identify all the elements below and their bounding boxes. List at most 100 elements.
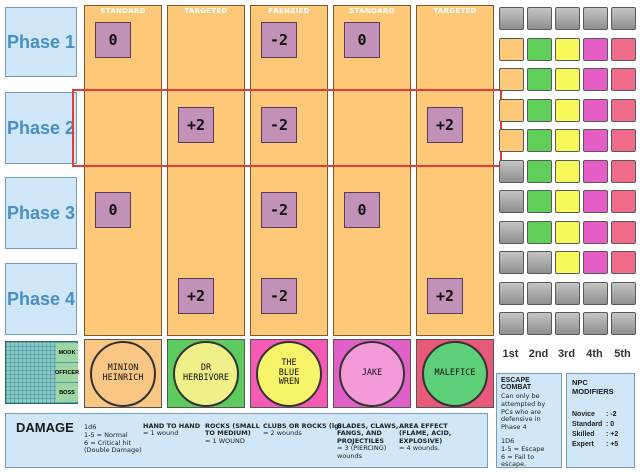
current-phase-highlight	[72, 89, 502, 167]
phase-modifier[interactable]: 0	[344, 22, 380, 58]
token-tile[interactable]: MALEFICE	[416, 339, 494, 408]
phase-modifier[interactable]: 0	[95, 192, 131, 228]
track-cell[interactable]	[611, 129, 636, 152]
track-cell[interactable]	[611, 159, 636, 183]
npc-modifier-row: Standard: 0	[572, 420, 629, 430]
track-cell[interactable]	[499, 7, 524, 30]
token-tile[interactable]: JAKE	[333, 339, 411, 408]
track-cell[interactable]	[583, 159, 608, 183]
track-cell[interactable]	[527, 68, 552, 91]
phase-modifier[interactable]: -2	[261, 192, 297, 228]
phase-label-2: Phase 2	[5, 92, 77, 164]
track-cell[interactable]	[611, 251, 636, 274]
track-cell[interactable]	[527, 37, 552, 61]
escape-roll-fail: 6 = Fail to escape.	[501, 452, 535, 469]
phase-modifier[interactable]: 0	[344, 192, 380, 228]
token-name-line: HEINRICH	[102, 372, 144, 383]
track-cell[interactable]	[611, 312, 636, 335]
track-cell[interactable]	[583, 251, 608, 274]
track-cell[interactable]	[499, 220, 524, 244]
track-cell[interactable]	[583, 220, 608, 244]
phase-modifier[interactable]: -2	[261, 107, 297, 143]
wound-grid: MOOK OFFICER BOSS	[5, 341, 79, 404]
track-cell[interactable]	[499, 37, 524, 61]
track-cell[interactable]	[527, 190, 552, 213]
track-cell[interactable]	[527, 98, 552, 122]
damage-roll-critical: 6 = Critical hit	[84, 438, 131, 447]
phase-modifier[interactable]: +2	[178, 278, 214, 314]
track-cell[interactable]	[499, 251, 524, 274]
track-cell[interactable]	[583, 190, 608, 213]
track-cell[interactable]	[555, 251, 580, 274]
phase-modifier[interactable]: +2	[178, 107, 214, 143]
character-token[interactable]: MALEFICE	[422, 340, 488, 407]
track-cell[interactable]	[499, 159, 524, 183]
escape-line: Can only be	[501, 392, 540, 400]
track-cell[interactable]	[583, 312, 608, 335]
phase-modifier[interactable]: -2	[261, 22, 297, 58]
track-cell[interactable]	[499, 129, 524, 152]
track-cell[interactable]	[499, 190, 524, 213]
track-cell[interactable]	[555, 37, 580, 61]
track-cell[interactable]	[527, 7, 552, 30]
attack-column-header: TARGETED	[184, 7, 228, 15]
grid-label-mook: MOOK	[56, 343, 78, 362]
track-cell[interactable]	[583, 281, 608, 305]
track-cell[interactable]	[555, 68, 580, 91]
track-cell[interactable]	[583, 98, 608, 122]
escape-title: ESCAPE COMBAT	[501, 377, 532, 391]
track-cell[interactable]	[555, 281, 580, 305]
track-cell[interactable]	[527, 251, 552, 274]
track-cell[interactable]	[499, 68, 524, 91]
track-cell[interactable]	[555, 98, 580, 122]
phase-modifier[interactable]: 0	[95, 22, 131, 58]
track-cell[interactable]	[611, 68, 636, 91]
damage-item-value: = 1 wound	[143, 429, 179, 438]
track-cell[interactable]	[527, 159, 552, 183]
track-cell[interactable]	[611, 98, 636, 122]
track-cell[interactable]	[583, 129, 608, 152]
track-cell[interactable]	[555, 129, 580, 152]
grid-label-boss: BOSS	[56, 383, 78, 402]
track-cell[interactable]	[499, 98, 524, 122]
track-cell[interactable]	[611, 7, 636, 30]
token-name-line: BLUE	[278, 367, 300, 378]
track-cell[interactable]	[611, 37, 636, 61]
track-cell[interactable]	[499, 281, 524, 305]
track-cell[interactable]	[555, 312, 580, 335]
escape-roll: 1D6 1-5 = Escape 6 = Fail to escape.	[501, 437, 557, 469]
track-cell[interactable]	[527, 281, 552, 305]
track-cell[interactable]	[555, 7, 580, 30]
damage-area-effect: AREA EFFECT (FLAME, ACID, EXPLOSIVE) = 4…	[399, 422, 451, 453]
damage-item-heading-2: FANGS, AND	[337, 429, 382, 438]
damage-item-heading: AREA EFFECT	[399, 422, 448, 430]
track-cell[interactable]	[583, 7, 608, 30]
track-cell[interactable]	[527, 129, 552, 152]
track-cell[interactable]	[555, 190, 580, 213]
track-cell[interactable]	[611, 220, 636, 244]
track-cell[interactable]	[499, 312, 524, 335]
escape-line: Phase 4	[501, 423, 527, 432]
escape-condition: Can only be attempted by PCs who are def…	[501, 392, 557, 432]
track-cell[interactable]	[555, 159, 580, 183]
track-cell[interactable]	[555, 220, 580, 244]
track-cell[interactable]	[527, 220, 552, 244]
track-cell[interactable]	[611, 190, 636, 213]
character-token[interactable]: JAKE	[339, 340, 405, 407]
phase-modifier[interactable]: +2	[427, 107, 463, 143]
rank-label-1: 1st	[502, 348, 519, 360]
track-cell[interactable]	[583, 68, 608, 91]
phase-modifier[interactable]: +2	[427, 278, 463, 314]
track-cell[interactable]	[583, 37, 608, 61]
track-cell[interactable]	[611, 281, 636, 305]
track-cell[interactable]	[527, 312, 552, 335]
phase-modifier[interactable]: -2	[261, 278, 297, 314]
